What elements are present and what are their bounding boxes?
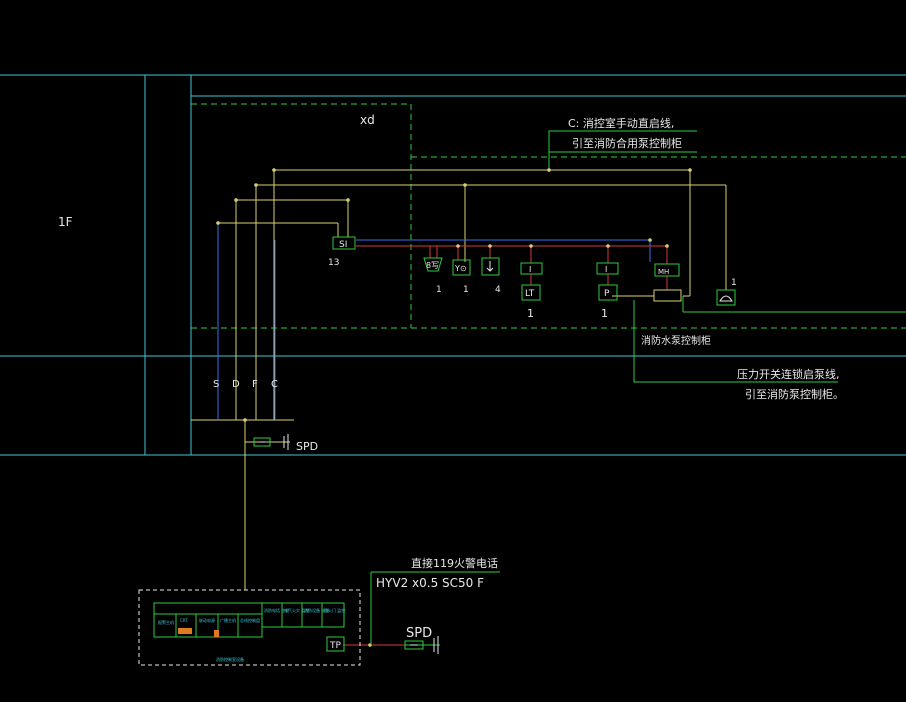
control-room-panel: TP 报警主机 CRT 联动电源 广播主机 总线控制盘 消防电话 主机 电气火灾… bbox=[138, 589, 361, 666]
note-p-line1: 压力开关连锁启泵线, bbox=[737, 367, 840, 381]
p-label: P bbox=[604, 289, 610, 299]
note-p-line2: 引至消防泵控制柜。 bbox=[745, 387, 844, 401]
y-count: 1 bbox=[463, 285, 469, 295]
spd-bottom-label: SPD bbox=[406, 626, 432, 641]
lt-label: LT bbox=[525, 289, 535, 299]
device-lt: LT bbox=[521, 284, 541, 301]
device-mh: MH bbox=[654, 263, 680, 290]
si-label: SI bbox=[339, 240, 347, 250]
bus-d-label: D bbox=[232, 379, 240, 390]
panel-side-2: 消防设备 电源 bbox=[304, 607, 329, 613]
i2-label: I bbox=[605, 265, 607, 274]
spd-top-label: SPD bbox=[296, 440, 318, 453]
pump-control-box bbox=[653, 289, 682, 302]
down-count: 4 bbox=[495, 285, 501, 295]
tp-label: TP bbox=[329, 641, 341, 651]
spd-bottom bbox=[404, 636, 440, 654]
signal-lines-red bbox=[343, 245, 668, 646]
cable-spec: HYV2 x0.5 SC50 F bbox=[376, 576, 484, 590]
device-i2: I bbox=[596, 262, 619, 285]
phone-count: 1 bbox=[731, 278, 737, 288]
si-count: 13 bbox=[328, 258, 339, 268]
note-c-line2: 引至消防合用泵控制柜 bbox=[572, 136, 682, 150]
note-c-line1: C: 消控室手动直启线, bbox=[568, 116, 674, 130]
room-boundary bbox=[191, 103, 906, 329]
device-smoke: 8写 bbox=[423, 257, 443, 272]
panel-side-1: 电气火灾 监控 bbox=[284, 607, 309, 613]
device-phone bbox=[716, 289, 736, 306]
i1-label: I bbox=[529, 265, 531, 274]
bus-c-label: C bbox=[271, 379, 278, 390]
panel-cell-2: 联动电源 bbox=[199, 617, 215, 623]
note-119: 直接119火警电话 bbox=[411, 556, 498, 570]
panel-cell-3: 广播主机 bbox=[220, 617, 236, 623]
room-label: xd bbox=[360, 113, 375, 127]
panel-cell-1: CRT bbox=[180, 618, 188, 623]
panel-cell-4: 总线控制盘 bbox=[240, 617, 260, 623]
smoke-count: 1 bbox=[436, 285, 442, 295]
control-lines-yellow bbox=[191, 169, 727, 590]
device-pressure-switch: P bbox=[598, 284, 618, 301]
bus-s-label: S bbox=[213, 379, 219, 390]
device-down bbox=[481, 257, 500, 276]
smoke-label: 8写 bbox=[426, 261, 439, 270]
telephone-icon bbox=[719, 295, 733, 302]
panel-title: 消防控制室设备 bbox=[216, 656, 244, 662]
p-count: 1 bbox=[601, 307, 608, 320]
building-outline bbox=[0, 74, 906, 456]
si-module: SI bbox=[332, 236, 356, 250]
device-y: Y⊙ bbox=[452, 259, 471, 276]
panel-cell-0: 报警主机 bbox=[158, 619, 174, 625]
bus-lines-blue bbox=[217, 223, 651, 420]
device-i1: I bbox=[520, 262, 543, 285]
spd-top bbox=[245, 434, 290, 450]
pump-cabinet-label: 消防水泵控制柜 bbox=[641, 334, 711, 347]
lt-count: 1 bbox=[527, 307, 534, 320]
floor-label: 1F bbox=[58, 215, 73, 229]
panel-side-0: 消防电话 主机 bbox=[264, 607, 289, 613]
leader-lines bbox=[548, 130, 906, 383]
y-label: Y⊙ bbox=[454, 264, 467, 273]
mh-label: MH bbox=[658, 268, 669, 276]
bus-f-label: F bbox=[252, 379, 258, 390]
panel-side-3: 防火门 监控 bbox=[324, 607, 345, 613]
junction-dots bbox=[216, 168, 692, 647]
